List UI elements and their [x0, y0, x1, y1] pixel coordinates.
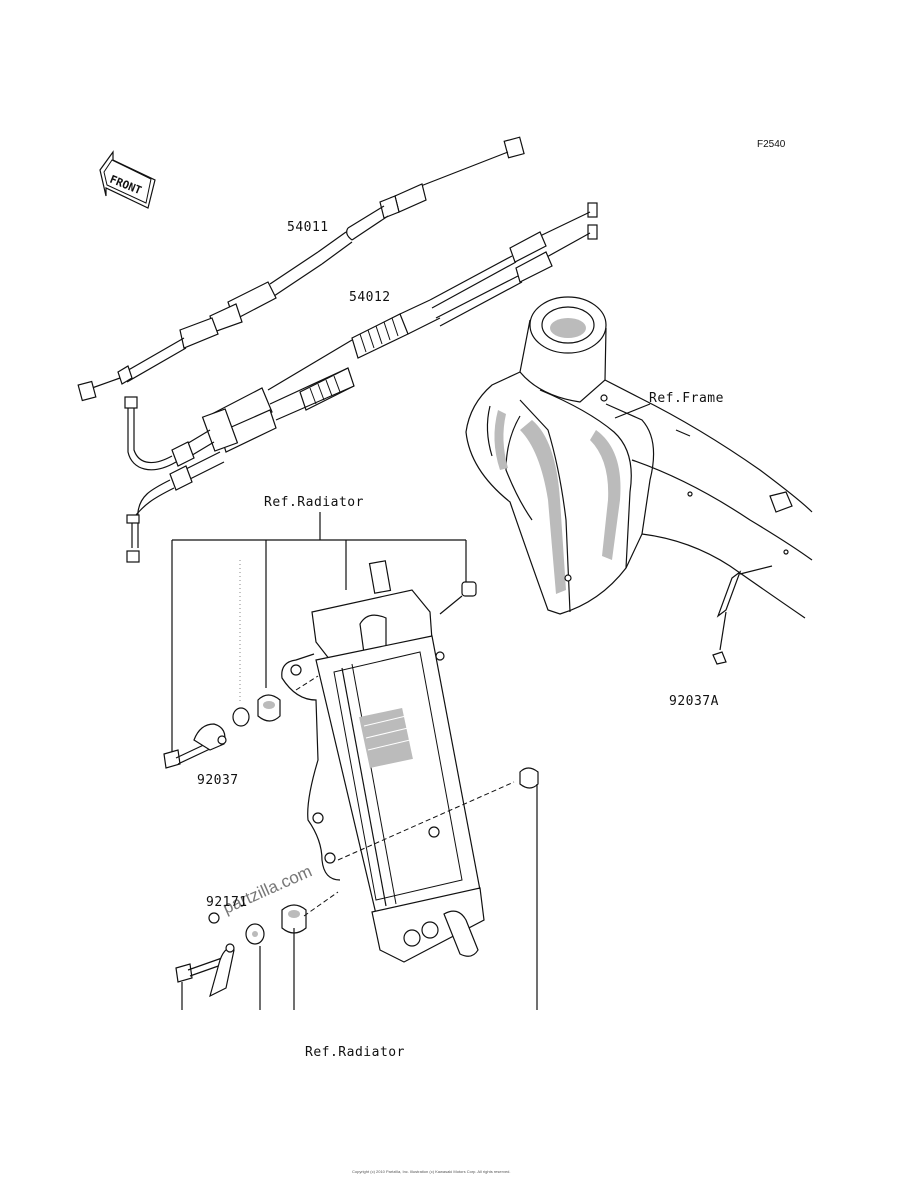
- grommet-top-right: [439, 581, 477, 615]
- leader-lines-top: [171, 512, 467, 752]
- label-ref-radiator-bottom: Ref.Radiator: [305, 1045, 405, 1060]
- figure-code: F2540: [757, 139, 786, 150]
- copyright: Copyright (c) 2010 Partzilla, Inc. Illus…: [352, 1169, 511, 1174]
- label-92037A: 92037A: [669, 694, 719, 709]
- label-ref-frame: Ref.Frame: [649, 391, 724, 406]
- clamp-92037A: [712, 565, 773, 665]
- frame-illustration: [465, 296, 813, 619]
- front-arrow-icon: FRONT: [99, 150, 156, 209]
- leader-lines-bottom: [181, 928, 295, 1010]
- radiator-illustration: [281, 560, 515, 963]
- hardware-top-left: [163, 694, 281, 769]
- throttle-cable-54012: [124, 202, 598, 563]
- label-54012: 54012: [349, 290, 391, 305]
- label-92037: 92037: [197, 773, 239, 788]
- grommet-right: [519, 767, 539, 1010]
- label-54011: 54011: [287, 220, 329, 235]
- hardware-bottom-left: [175, 891, 339, 998]
- label-ref-radiator-top: Ref.Radiator: [264, 495, 364, 510]
- throttle-cable-54011: [77, 136, 525, 402]
- label-92171: 92171: [206, 895, 248, 910]
